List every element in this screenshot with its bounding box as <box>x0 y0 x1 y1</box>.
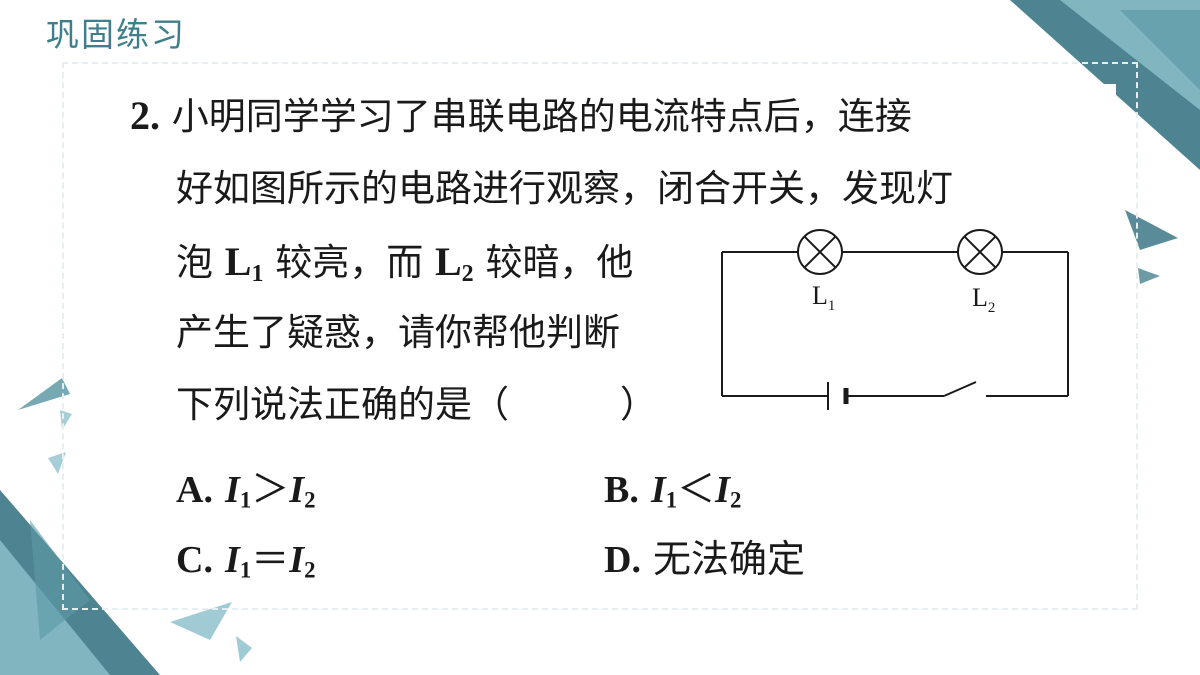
section-title: 巩固练习 <box>46 15 186 54</box>
option-c[interactable]: C. I1＝I2 <box>176 537 316 583</box>
question-line-2: 好如图所示的电路进行观察，闭合开关，发现灯 <box>176 167 953 210</box>
line3-prefix: 泡 <box>176 241 213 284</box>
switch-symbol <box>943 381 977 397</box>
line3-mid: 较亮，而 <box>275 241 424 284</box>
label-l2: L2 <box>972 283 995 316</box>
circuit-diagram: L1 L2 <box>721 229 1069 410</box>
lamp-l1-symbol <box>797 229 843 275</box>
question-line-5: 下列说法正确的是（ ） <box>176 383 657 426</box>
question-line-1: 2. 小明同学学习了串联电路的电流特点后，连接 <box>130 96 912 136</box>
question-line-1-text: 小明同学学习了串联电路的电流特点后，连接 <box>171 95 912 138</box>
option-a[interactable]: A. I1＞I2 <box>176 467 316 513</box>
option-d[interactable]: D. 无法确定 <box>604 537 806 581</box>
label-l1: L1 <box>812 281 835 314</box>
question-line-3: 泡 L1 较亮，而 L2 较暗，他 <box>176 239 634 287</box>
lamp-l2-label: L2 <box>434 239 474 287</box>
content-frame <box>62 62 1138 610</box>
question-card <box>120 84 1116 572</box>
lamp-l2-symbol <box>957 229 1003 275</box>
lamp-l1-label: L1 <box>224 239 264 287</box>
option-b[interactable]: B. I1＜I2 <box>604 467 742 513</box>
question-number: 2. <box>130 93 160 138</box>
question-line-4: 产生了疑惑，请你帮他判断 <box>176 311 620 354</box>
battery-symbol <box>827 382 849 410</box>
line3-suffix: 较暗，他 <box>485 241 634 284</box>
